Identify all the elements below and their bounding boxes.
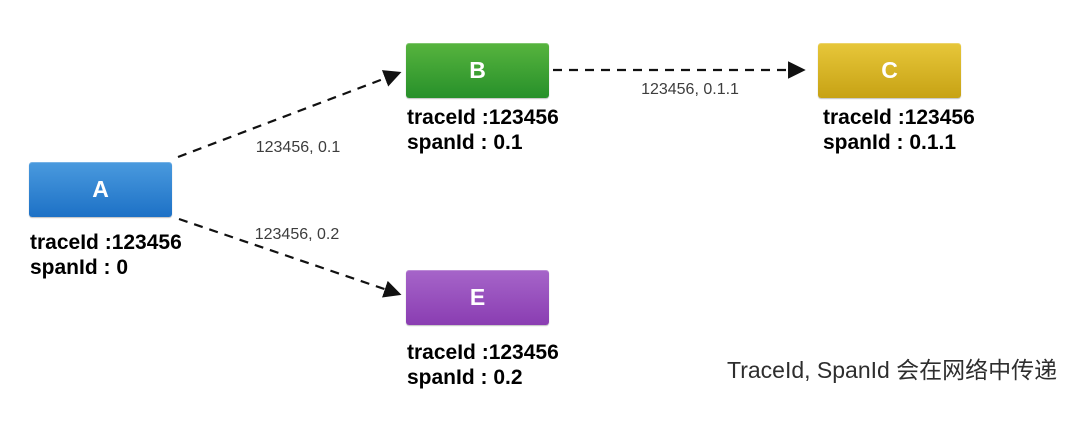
node-e-trace-text: traceId :123456 spanId : 0.2	[407, 340, 559, 390]
edge-label-a-e: 123456, 0.2	[254, 226, 340, 243]
node-e-label: E	[469, 284, 486, 310]
edge-label-a-b: 123456, 0.1	[255, 139, 341, 156]
node-b-trace-text: traceId :123456 spanId : 0.1	[407, 105, 559, 155]
node-c-trace-text: traceId :123456 spanId : 0.1.1	[823, 105, 975, 155]
node-e-box: E	[406, 270, 549, 325]
node-b-spanid: spanId : 0.1	[407, 131, 523, 154]
node-a-trace-text: traceId :123456 spanId : 0	[30, 230, 182, 280]
node-b-box: B	[406, 43, 549, 98]
node-b-traceid: traceId :123456	[407, 106, 559, 129]
node-c-traceid: traceId :123456	[823, 106, 975, 129]
node-a-label: A	[92, 176, 109, 202]
node-e-spanid: spanId : 0.2	[407, 366, 523, 389]
node-c-label: C	[881, 57, 898, 83]
node-c-spanid: spanId : 0.1.1	[823, 131, 957, 154]
node-a-spanid: spanId : 0	[30, 256, 129, 279]
node-a-box: A	[29, 162, 172, 217]
node-e-traceid: traceId :123456	[407, 341, 559, 364]
node-b-label: B	[469, 57, 486, 83]
caption-text: TraceId, SpanId 会在网络中传递	[727, 357, 1058, 383]
node-c-box: C	[818, 43, 961, 98]
edge-label-b-c: 123456, 0.1.1	[641, 81, 739, 98]
node-a-traceid: traceId :123456	[30, 231, 182, 254]
